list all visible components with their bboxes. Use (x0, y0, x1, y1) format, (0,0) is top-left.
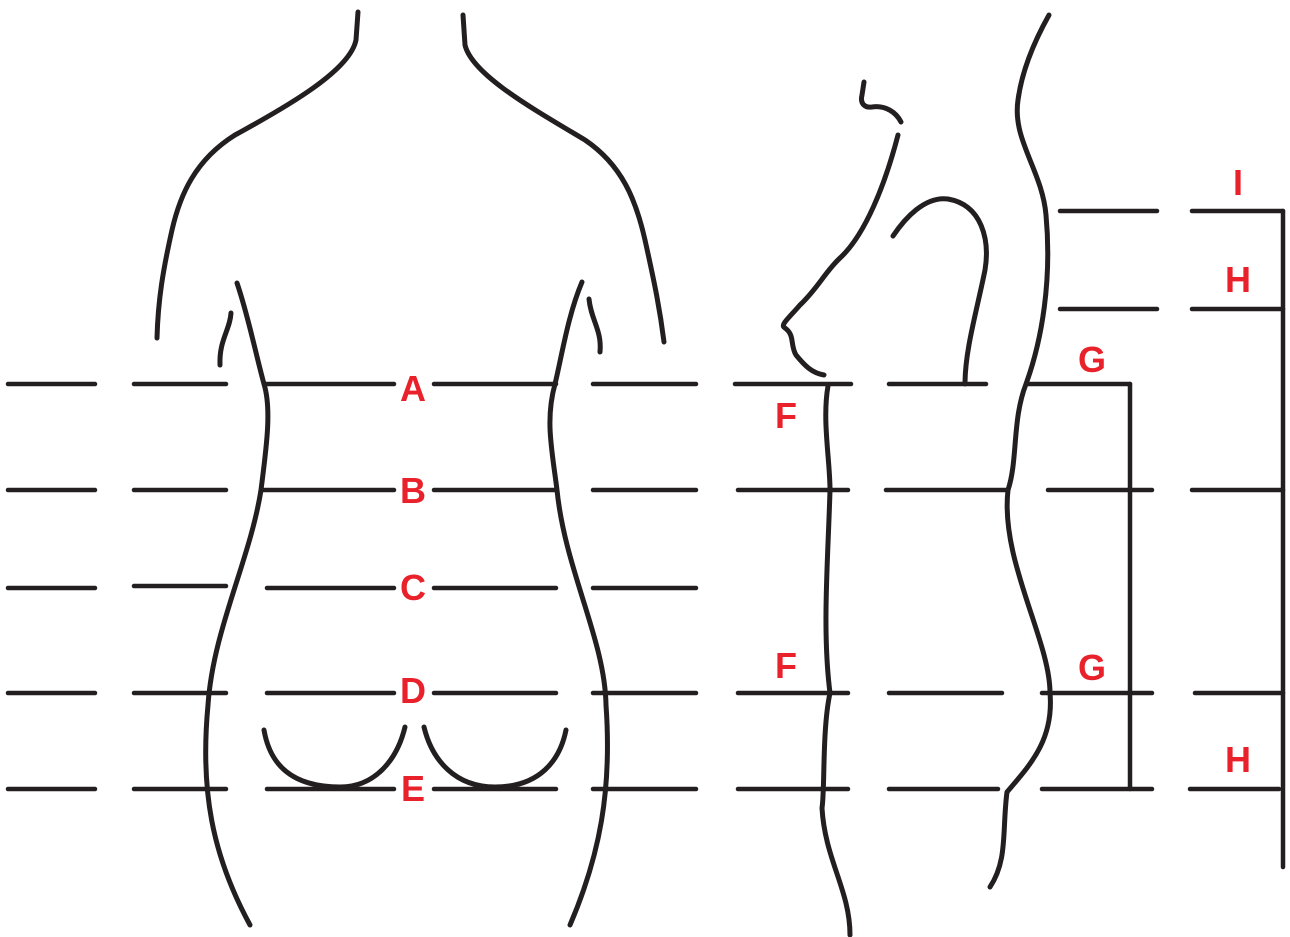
back-spine-curve (990, 15, 1050, 887)
right-shoulder-arm-curve (463, 15, 664, 342)
side-head-chin (861, 82, 901, 122)
label-i: I (1233, 162, 1243, 203)
label-d: D (400, 670, 426, 711)
left-armpit-stub (220, 313, 231, 365)
label-c: C (400, 567, 426, 608)
left-buttock-curve (264, 727, 405, 787)
label-h-top: H (1225, 259, 1251, 300)
side-profile-outline (783, 82, 986, 935)
right-armpit-stub (589, 299, 600, 352)
label-e: E (401, 768, 425, 809)
left-shoulder-arm-curve (157, 12, 358, 338)
label-g-bottom: G (1078, 647, 1106, 688)
left-torso-side (206, 283, 268, 925)
right-torso-side (550, 282, 608, 925)
label-f-top: F (775, 395, 797, 436)
side-back-arm-loop (893, 199, 986, 384)
side-front-torso (822, 386, 850, 935)
label-a: A (400, 368, 426, 409)
label-f-bottom: F (775, 645, 797, 686)
label-b: B (400, 470, 426, 511)
side-front-profile (783, 135, 898, 375)
measurement-guides (8, 211, 1283, 789)
right-buttock-curve (424, 727, 566, 787)
label-g-top: G (1078, 339, 1106, 380)
back-profile-outline (990, 15, 1050, 887)
label-h-bottom: H (1225, 739, 1251, 780)
